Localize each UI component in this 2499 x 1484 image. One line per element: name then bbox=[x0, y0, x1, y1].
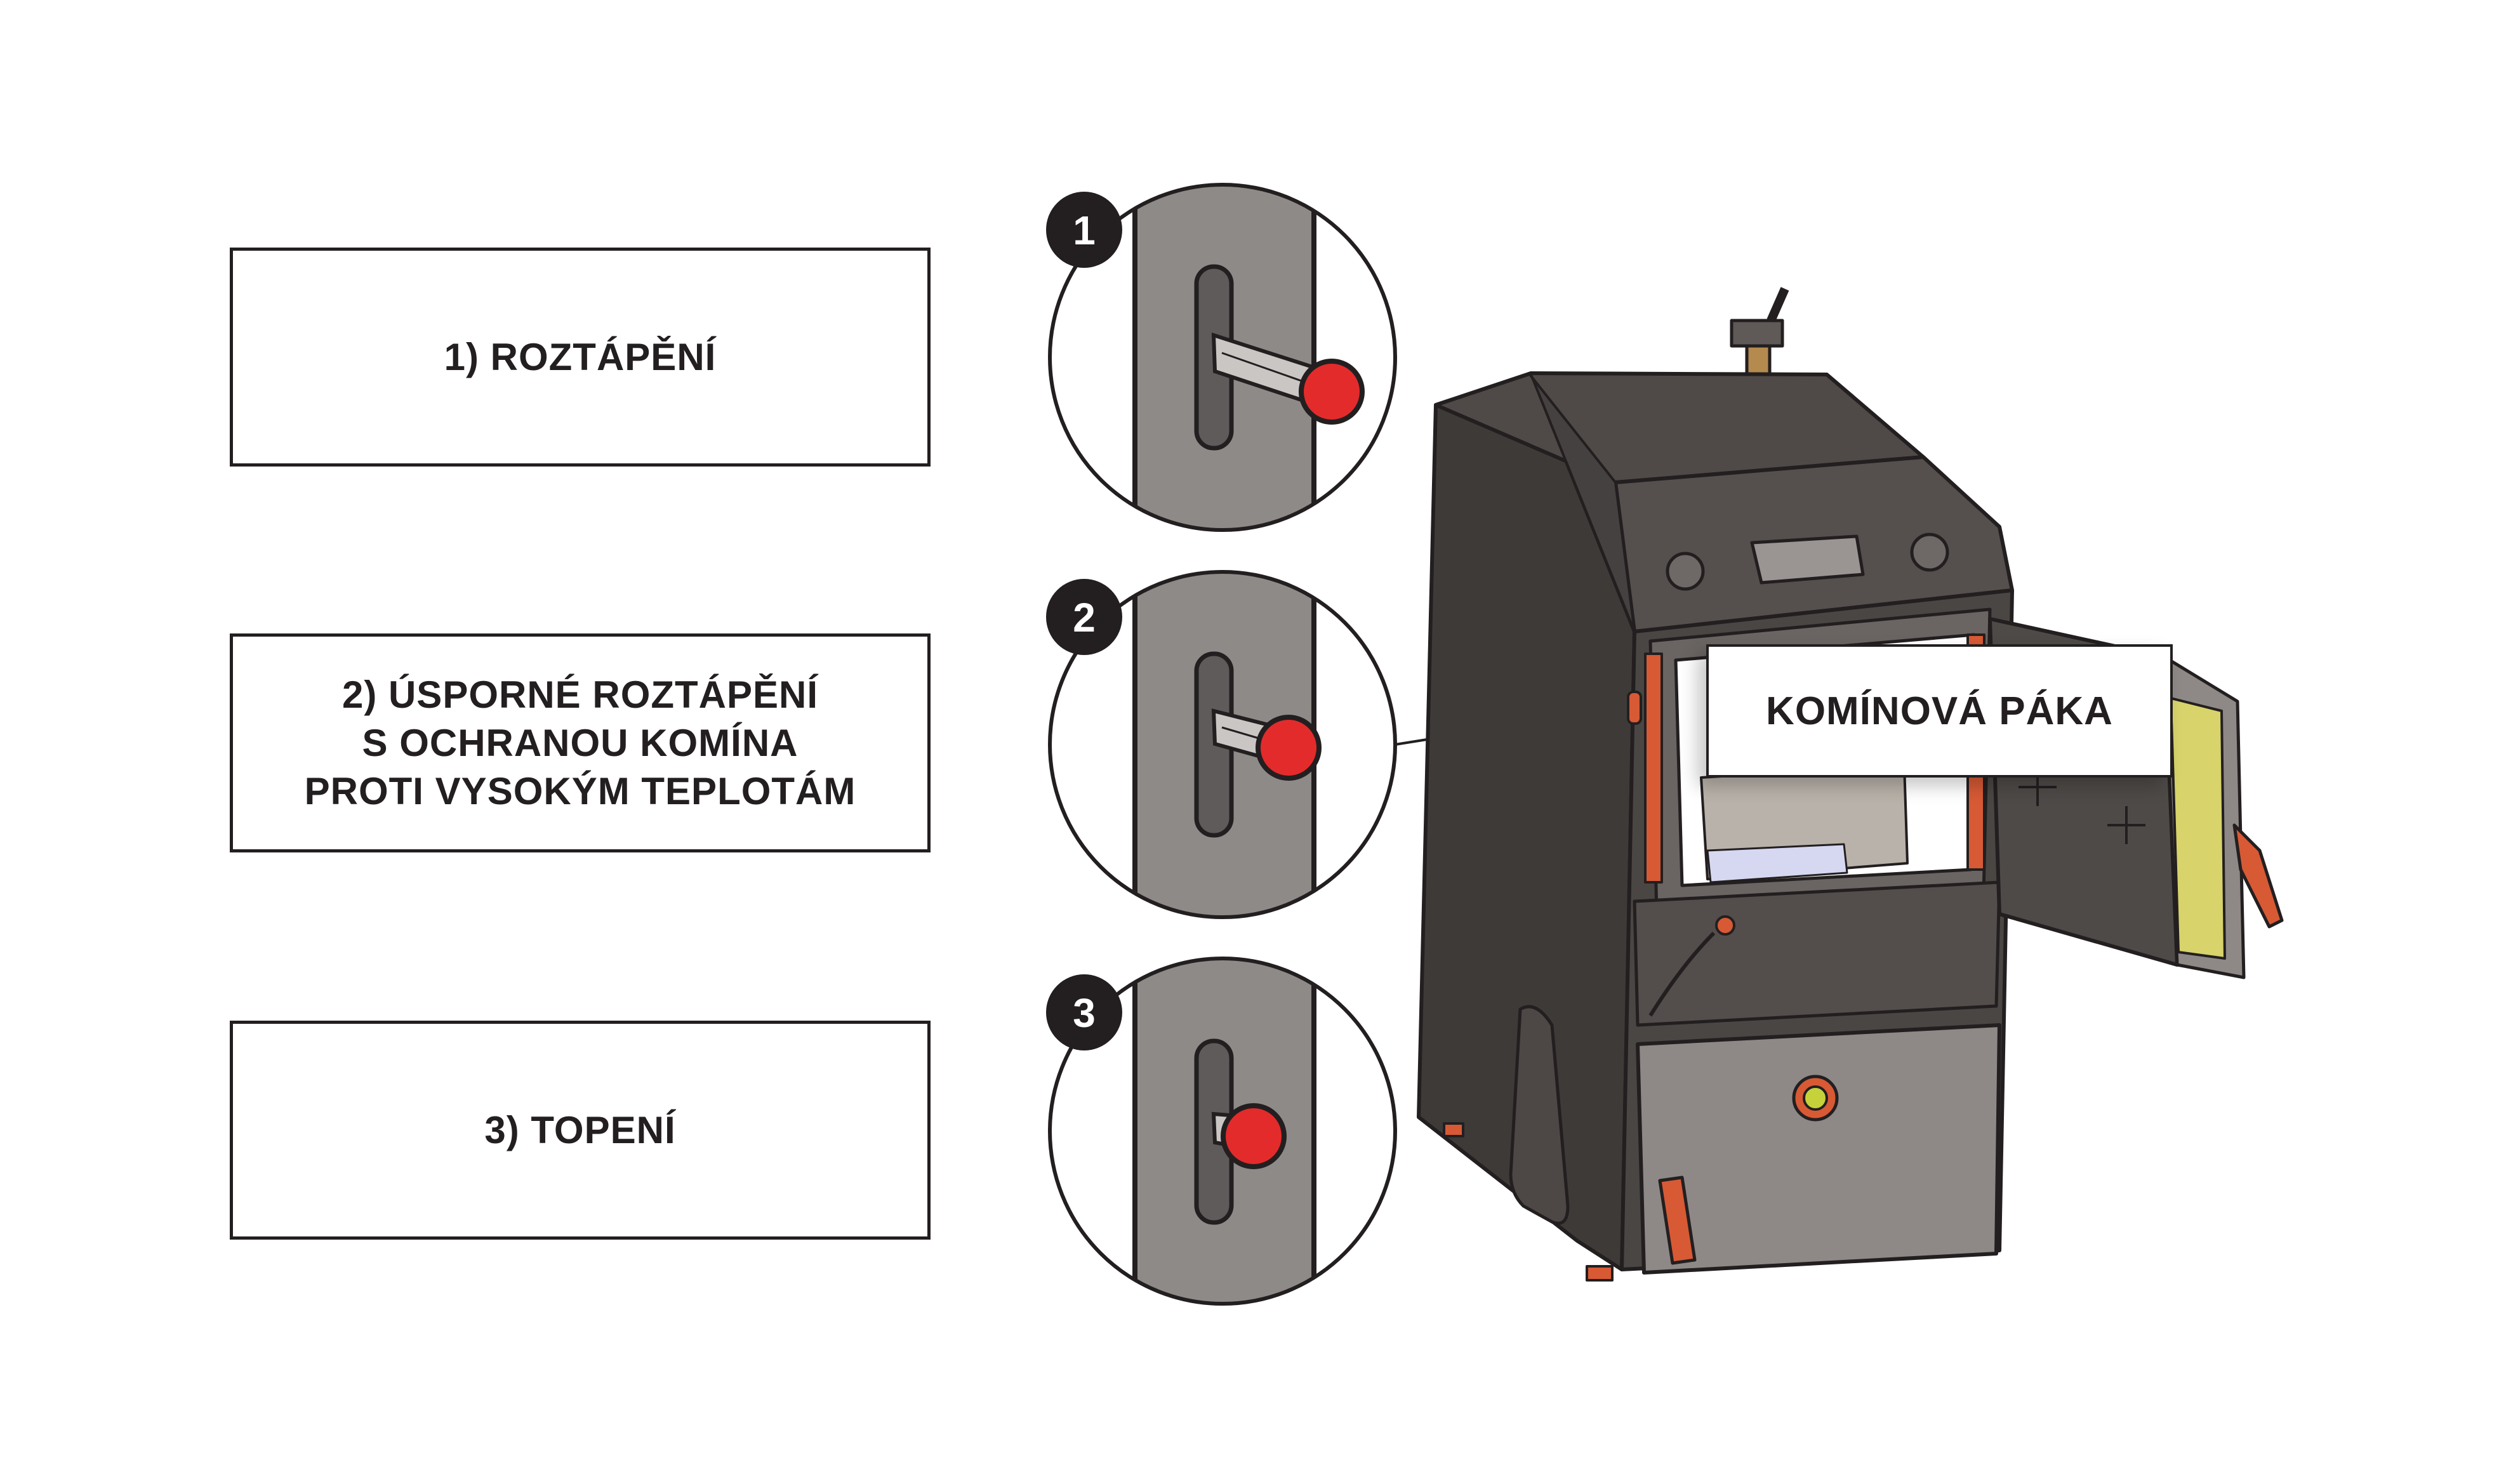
step-number-1: 1 bbox=[1073, 208, 1096, 253]
step-badge-2 bbox=[1046, 579, 1122, 655]
door-hinge-left bbox=[1644, 653, 1663, 884]
control-display bbox=[1750, 534, 1865, 585]
mode-3-line-1: 3) TOPENÍ bbox=[484, 1108, 676, 1151]
thermometer-gauge bbox=[1666, 552, 1705, 591]
side-inspection-plate bbox=[1509, 1005, 1570, 1225]
lever-detail-3: 3 bbox=[1046, 957, 1397, 1306]
detail-circle-outline bbox=[1048, 183, 1397, 532]
door-handle bbox=[2232, 823, 2284, 929]
step-badge-3 bbox=[1046, 974, 1122, 1050]
mode-2-line-3: PROTI VYSOKÝM TEPLOTÁM bbox=[304, 769, 856, 812]
mode-2-line-2: S OCHRANOU KOMÍNA bbox=[362, 721, 799, 764]
callout-label: KOMÍNOVÁ PÁKA bbox=[1766, 689, 2113, 733]
mode-box-3: 3) TOPENÍ bbox=[230, 1021, 931, 1240]
chimney-lever-callout: KOMÍNOVÁ PÁKA bbox=[1706, 644, 2173, 778]
ash-door bbox=[1636, 1023, 2001, 1275]
mode-box-1: 1) ROZTÁPĚNÍ bbox=[230, 248, 931, 467]
door-insulation bbox=[2170, 697, 2226, 960]
step-number-2: 2 bbox=[1073, 595, 1096, 640]
mode-1-line-1: 1) ROZTÁPĚNÍ bbox=[444, 335, 717, 378]
ash-door-handle bbox=[1658, 1176, 1697, 1265]
step-number-3: 3 bbox=[1073, 990, 1096, 1036]
pressure-gauge bbox=[1910, 533, 1949, 572]
lever-knob bbox=[1299, 359, 1365, 425]
lever-knob bbox=[1221, 1103, 1287, 1169]
chimney-lever bbox=[1627, 691, 1642, 725]
lever-detail-1: 1 bbox=[1046, 183, 1397, 532]
mode-1-label: 1) ROZTÁPĚNÍ bbox=[444, 333, 717, 381]
boiler-illustration bbox=[1417, 287, 2284, 1282]
middle-panel bbox=[1633, 880, 2001, 1027]
step-badge-1 bbox=[1046, 192, 1122, 268]
lever-knob bbox=[1256, 715, 1322, 781]
detail-circle-outline bbox=[1048, 957, 1397, 1306]
mode-box-2: 2) ÚSPORNÉ ROZTÁPĚNÍ S OCHRANOU KOMÍNA P… bbox=[230, 633, 931, 852]
mode-2-label: 2) ÚSPORNÉ ROZTÁPĚNÍ S OCHRANOU KOMÍNA P… bbox=[305, 671, 856, 816]
lever-detail-2: 2 bbox=[1046, 570, 1397, 919]
mode-2-line-1: 2) ÚSPORNÉ ROZTÁPĚNÍ bbox=[341, 673, 819, 716]
mode-3-label: 3) TOPENÍ bbox=[484, 1106, 675, 1155]
